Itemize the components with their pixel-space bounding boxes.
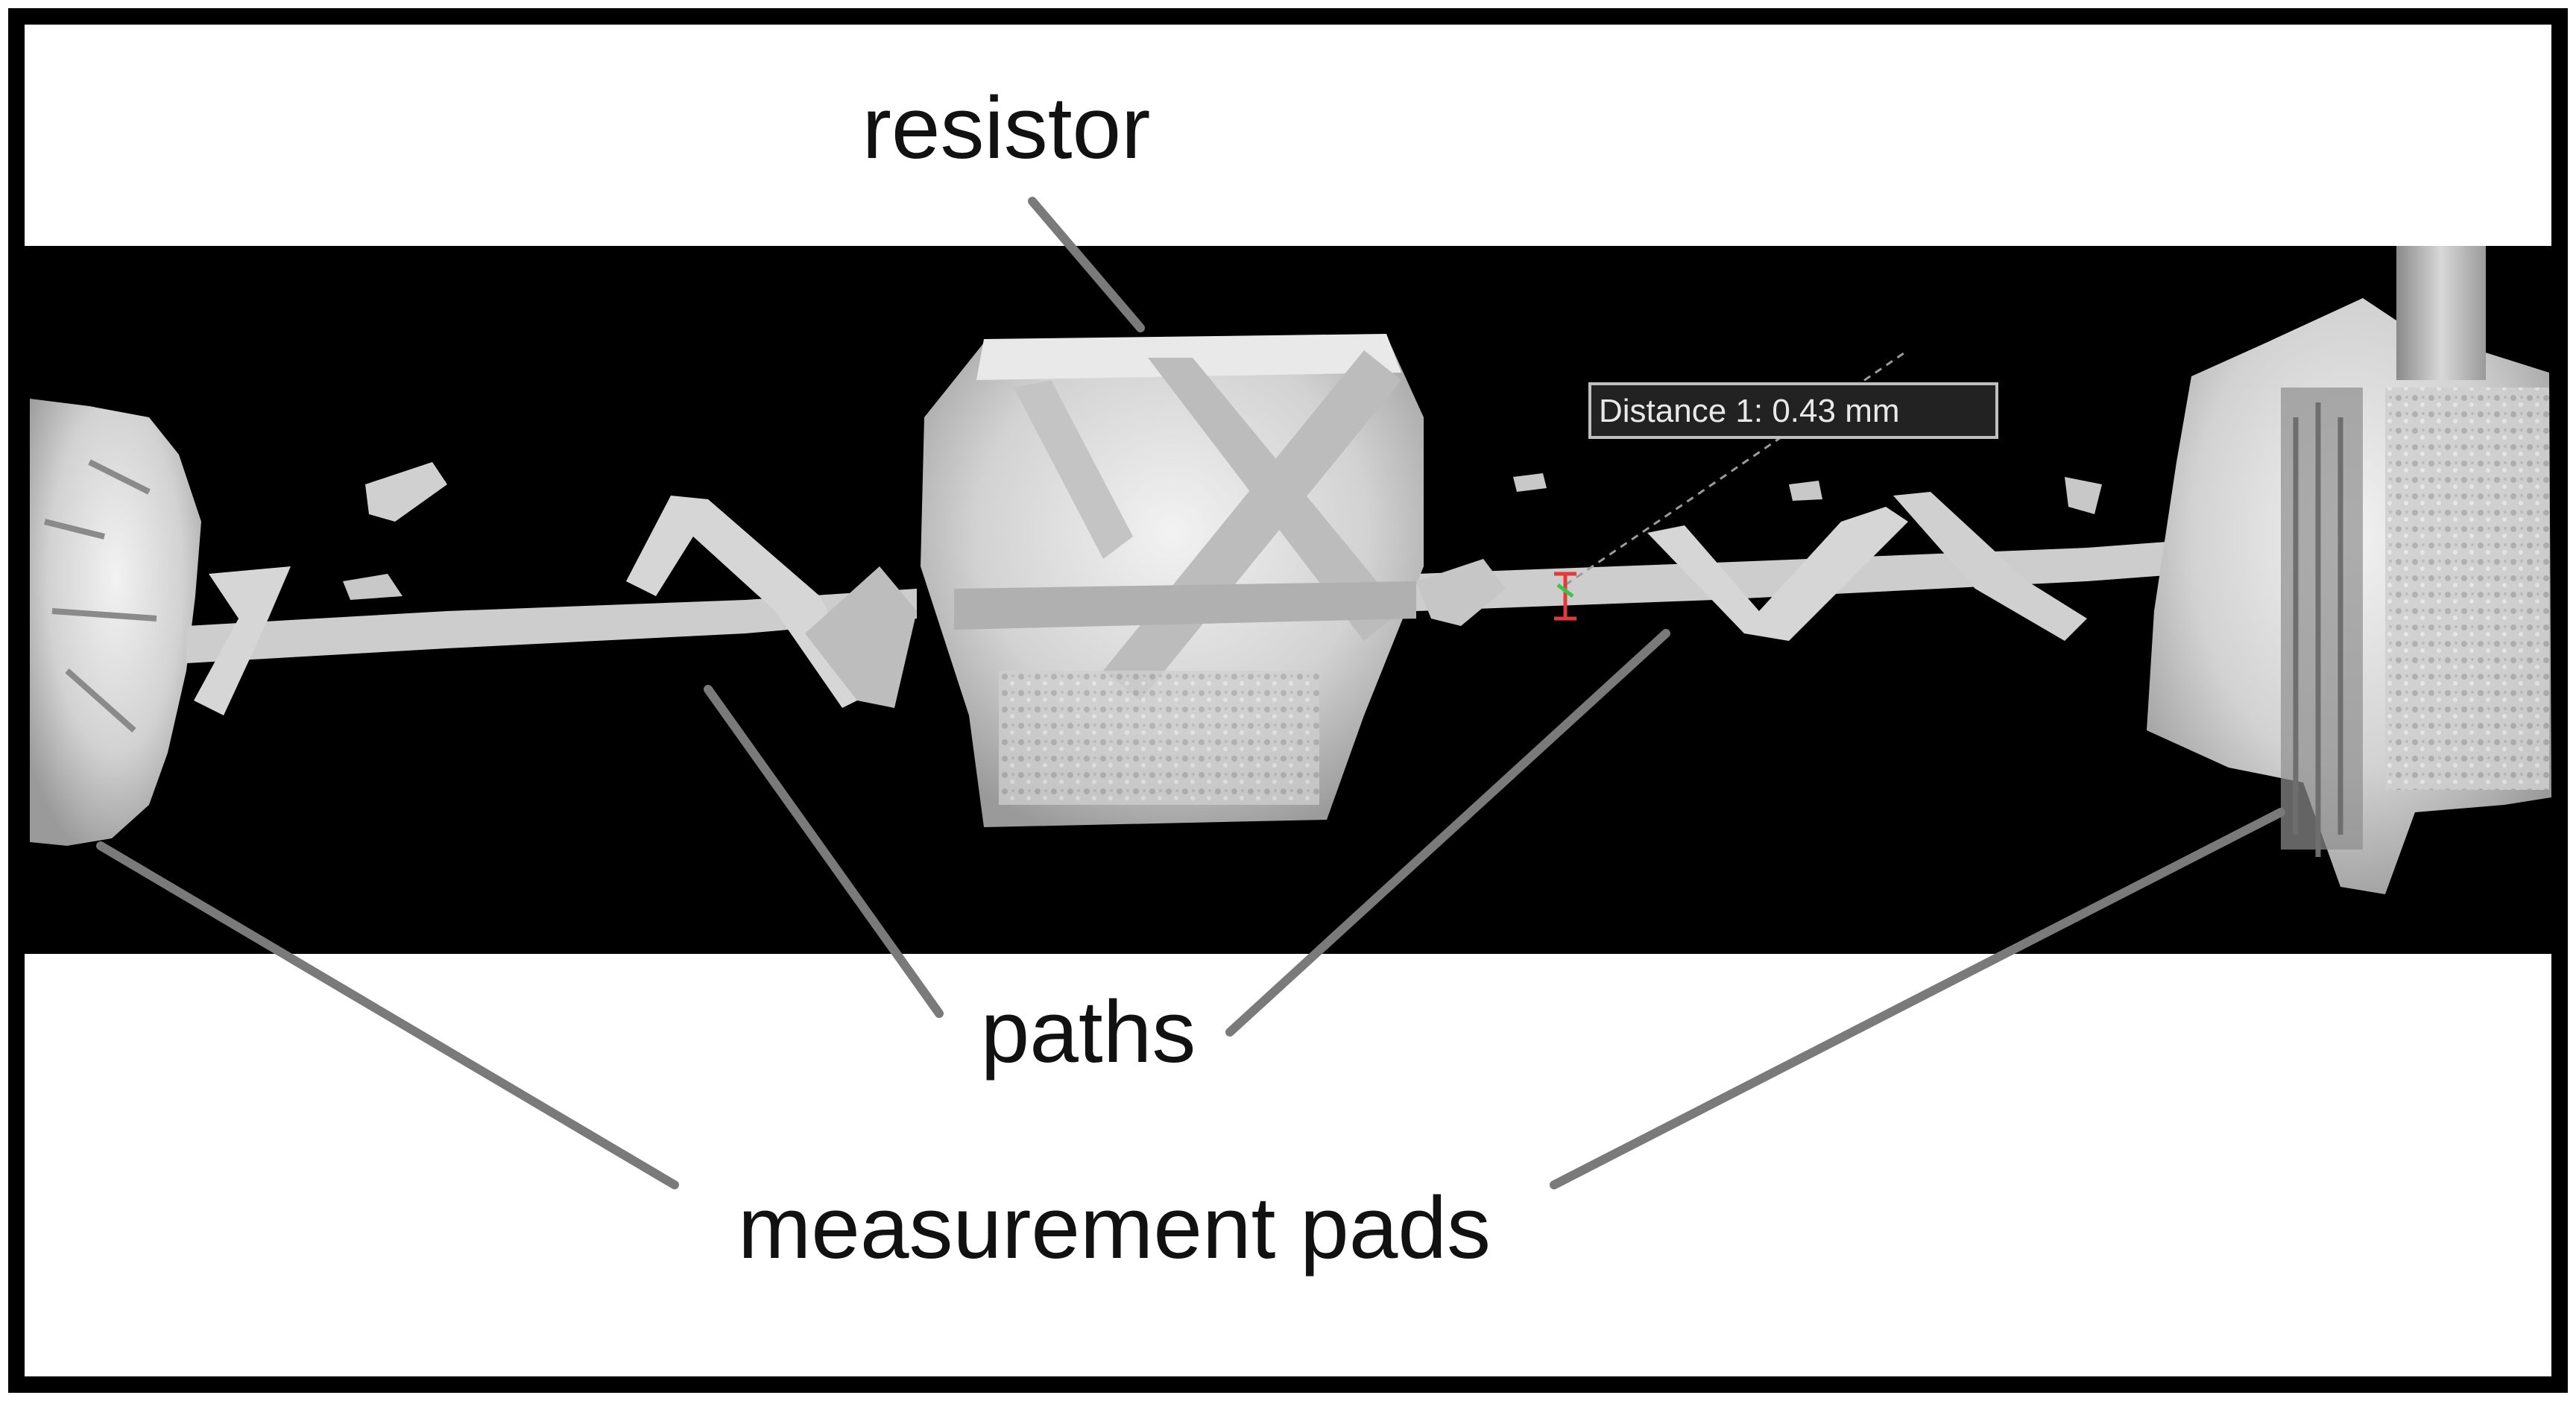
- debris-2: [343, 574, 402, 600]
- path-loop-right-2: [1647, 507, 1908, 641]
- resistor-top-edge: [976, 334, 1401, 380]
- path-loop-left-3: [805, 566, 917, 708]
- resistor-cross-strap-3: [1014, 380, 1133, 559]
- measurement-tooltip-box: [1588, 382, 1998, 439]
- resistor-lower-texture: [999, 671, 1319, 805]
- leader-line-pad-right: [1550, 808, 2285, 1189]
- measurement-tooltip: Distance 1: 0.43 mm: [1588, 382, 1998, 439]
- left-pad-creases: [44, 459, 157, 733]
- label-resistor: resistor: [862, 79, 1151, 177]
- label-measurement-pads: measurement pads: [738, 1179, 1491, 1277]
- leader-line-path-right: [1225, 629, 1670, 1037]
- path-loop-left-2: [626, 496, 872, 708]
- resistor-band: [954, 581, 1416, 630]
- label-paths: paths: [981, 983, 1196, 1081]
- leader-line-path-left: [704, 685, 944, 1018]
- path-loop-left-1: [194, 566, 291, 715]
- path-loop-right-3: [1893, 492, 2087, 641]
- measurement-marker-green: [1556, 584, 1574, 598]
- debris-1: [365, 462, 447, 522]
- measurement-dashed-line: [1565, 349, 1909, 586]
- debris-4: [1789, 481, 1822, 501]
- debris-5: [2065, 477, 2102, 514]
- right-pad-pillar: [2396, 246, 2486, 380]
- measurement-marker: [1554, 572, 1576, 621]
- ct-scan-image: [25, 246, 2551, 954]
- right-pad-texture: [2385, 388, 2549, 790]
- path-loop-right-1: [1416, 559, 1506, 626]
- right-pad-via-lines: [2293, 402, 2343, 857]
- debris-3: [1513, 473, 1547, 492]
- leader-line-pad-left: [96, 841, 679, 1189]
- leader-line-resistor: [1028, 197, 1145, 332]
- left-measurement-pad: [30, 399, 201, 846]
- leader-lines: [96, 197, 2285, 1189]
- measurement-readout: Distance 1: 0.43 mm: [1599, 393, 1900, 429]
- trace-left: [186, 589, 917, 663]
